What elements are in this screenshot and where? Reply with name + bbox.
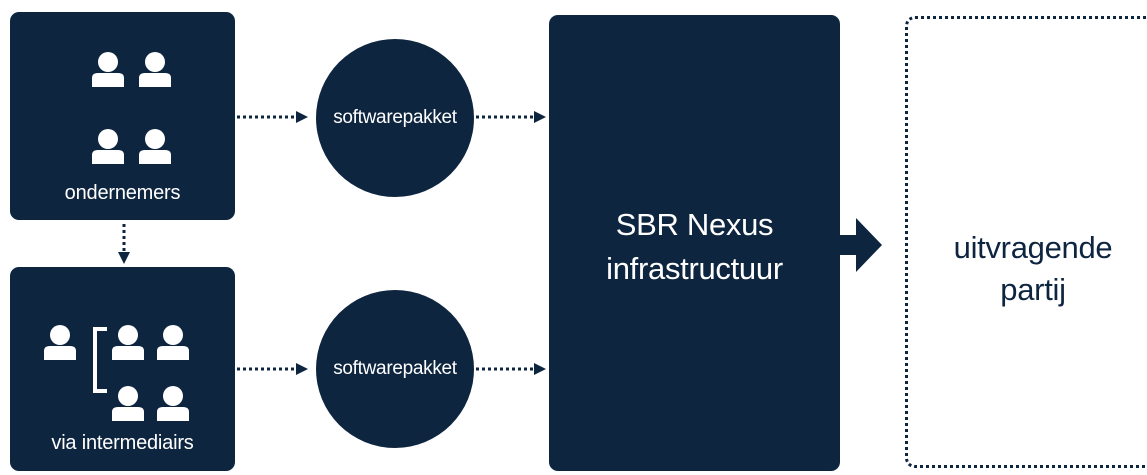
- nexus-title-line2: infrastructuur: [606, 251, 783, 286]
- person-icon: [139, 52, 171, 87]
- party-label-line1: uitvragende: [953, 230, 1113, 265]
- person-icon: [157, 325, 189, 360]
- person-icon: [112, 325, 144, 360]
- person-icon: [157, 386, 189, 421]
- softwarepakket-label: softwarepakket: [333, 107, 457, 128]
- ondernemers-box: ondernemers: [10, 12, 235, 220]
- softwarepakket-circle-top: softwarepakket: [316, 39, 474, 197]
- intermediairs-box: via intermediairs: [10, 267, 235, 471]
- person-icon: [112, 386, 144, 421]
- softwarepakket-circle-bottom: softwarepakket: [316, 290, 474, 448]
- person-icon: [44, 325, 76, 360]
- intermediairs-label: via intermediairs: [51, 432, 194, 454]
- uitvragende-partij-box: uitvragende partij: [905, 16, 1147, 468]
- softwarepakket-label: softwarepakket: [333, 358, 457, 379]
- sbr-nexus-box: SBR Nexus infrastructuur: [549, 15, 840, 471]
- nexus-title-line1: SBR Nexus: [615, 207, 774, 242]
- arrow-right-icon: [840, 218, 882, 272]
- intermediairs-people-group: [44, 325, 189, 421]
- person-icon: [92, 129, 124, 164]
- party-label-line2: partij: [1000, 272, 1066, 307]
- person-icon: [92, 52, 124, 87]
- ondernemers-label: ondernemers: [64, 182, 181, 204]
- person-icon: [139, 129, 171, 164]
- ondernemers-people-group: [92, 52, 171, 164]
- bracket-icon: [93, 327, 107, 393]
